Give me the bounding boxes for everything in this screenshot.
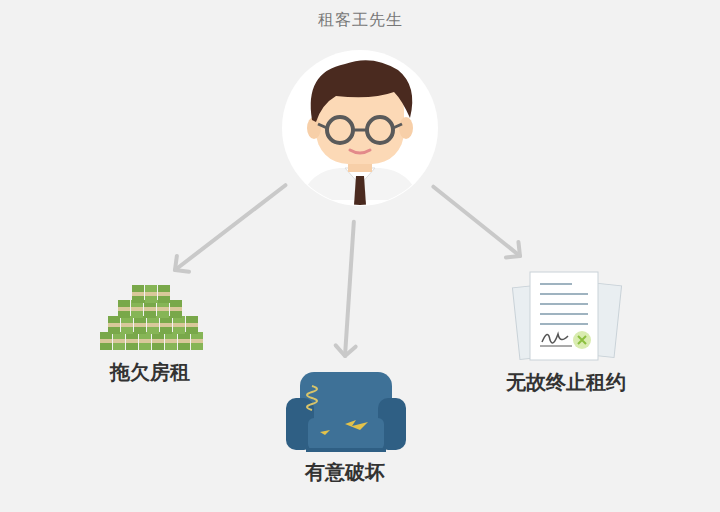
person-name: 租客王先生: [278, 10, 442, 31]
case-node: 无故终止租约: [492, 266, 640, 396]
case-node: 拖欠房租: [84, 280, 216, 386]
avatar: [300, 60, 420, 205]
case-caption: 拖欠房租: [84, 359, 216, 386]
case-caption: 有意破坏: [276, 459, 414, 486]
arrow-head: [336, 345, 356, 356]
arrow-line: [433, 187, 520, 256]
arrow-line: [345, 222, 354, 356]
arrow-connector: [175, 185, 285, 272]
tenant-node: 租客王先生: [278, 50, 442, 206]
arrow-head: [175, 256, 189, 272]
documents: [512, 272, 621, 360]
case-caption: 无故终止租约: [492, 369, 640, 396]
arrow-line: [175, 185, 285, 270]
sofa: [286, 372, 406, 452]
money-pile: [100, 285, 203, 350]
arrow-connector: [336, 222, 356, 356]
case-node: 有意破坏: [276, 366, 414, 486]
arrow-connector: [433, 187, 520, 258]
avatar-circle: [282, 50, 438, 206]
arrow-head: [506, 242, 520, 258]
